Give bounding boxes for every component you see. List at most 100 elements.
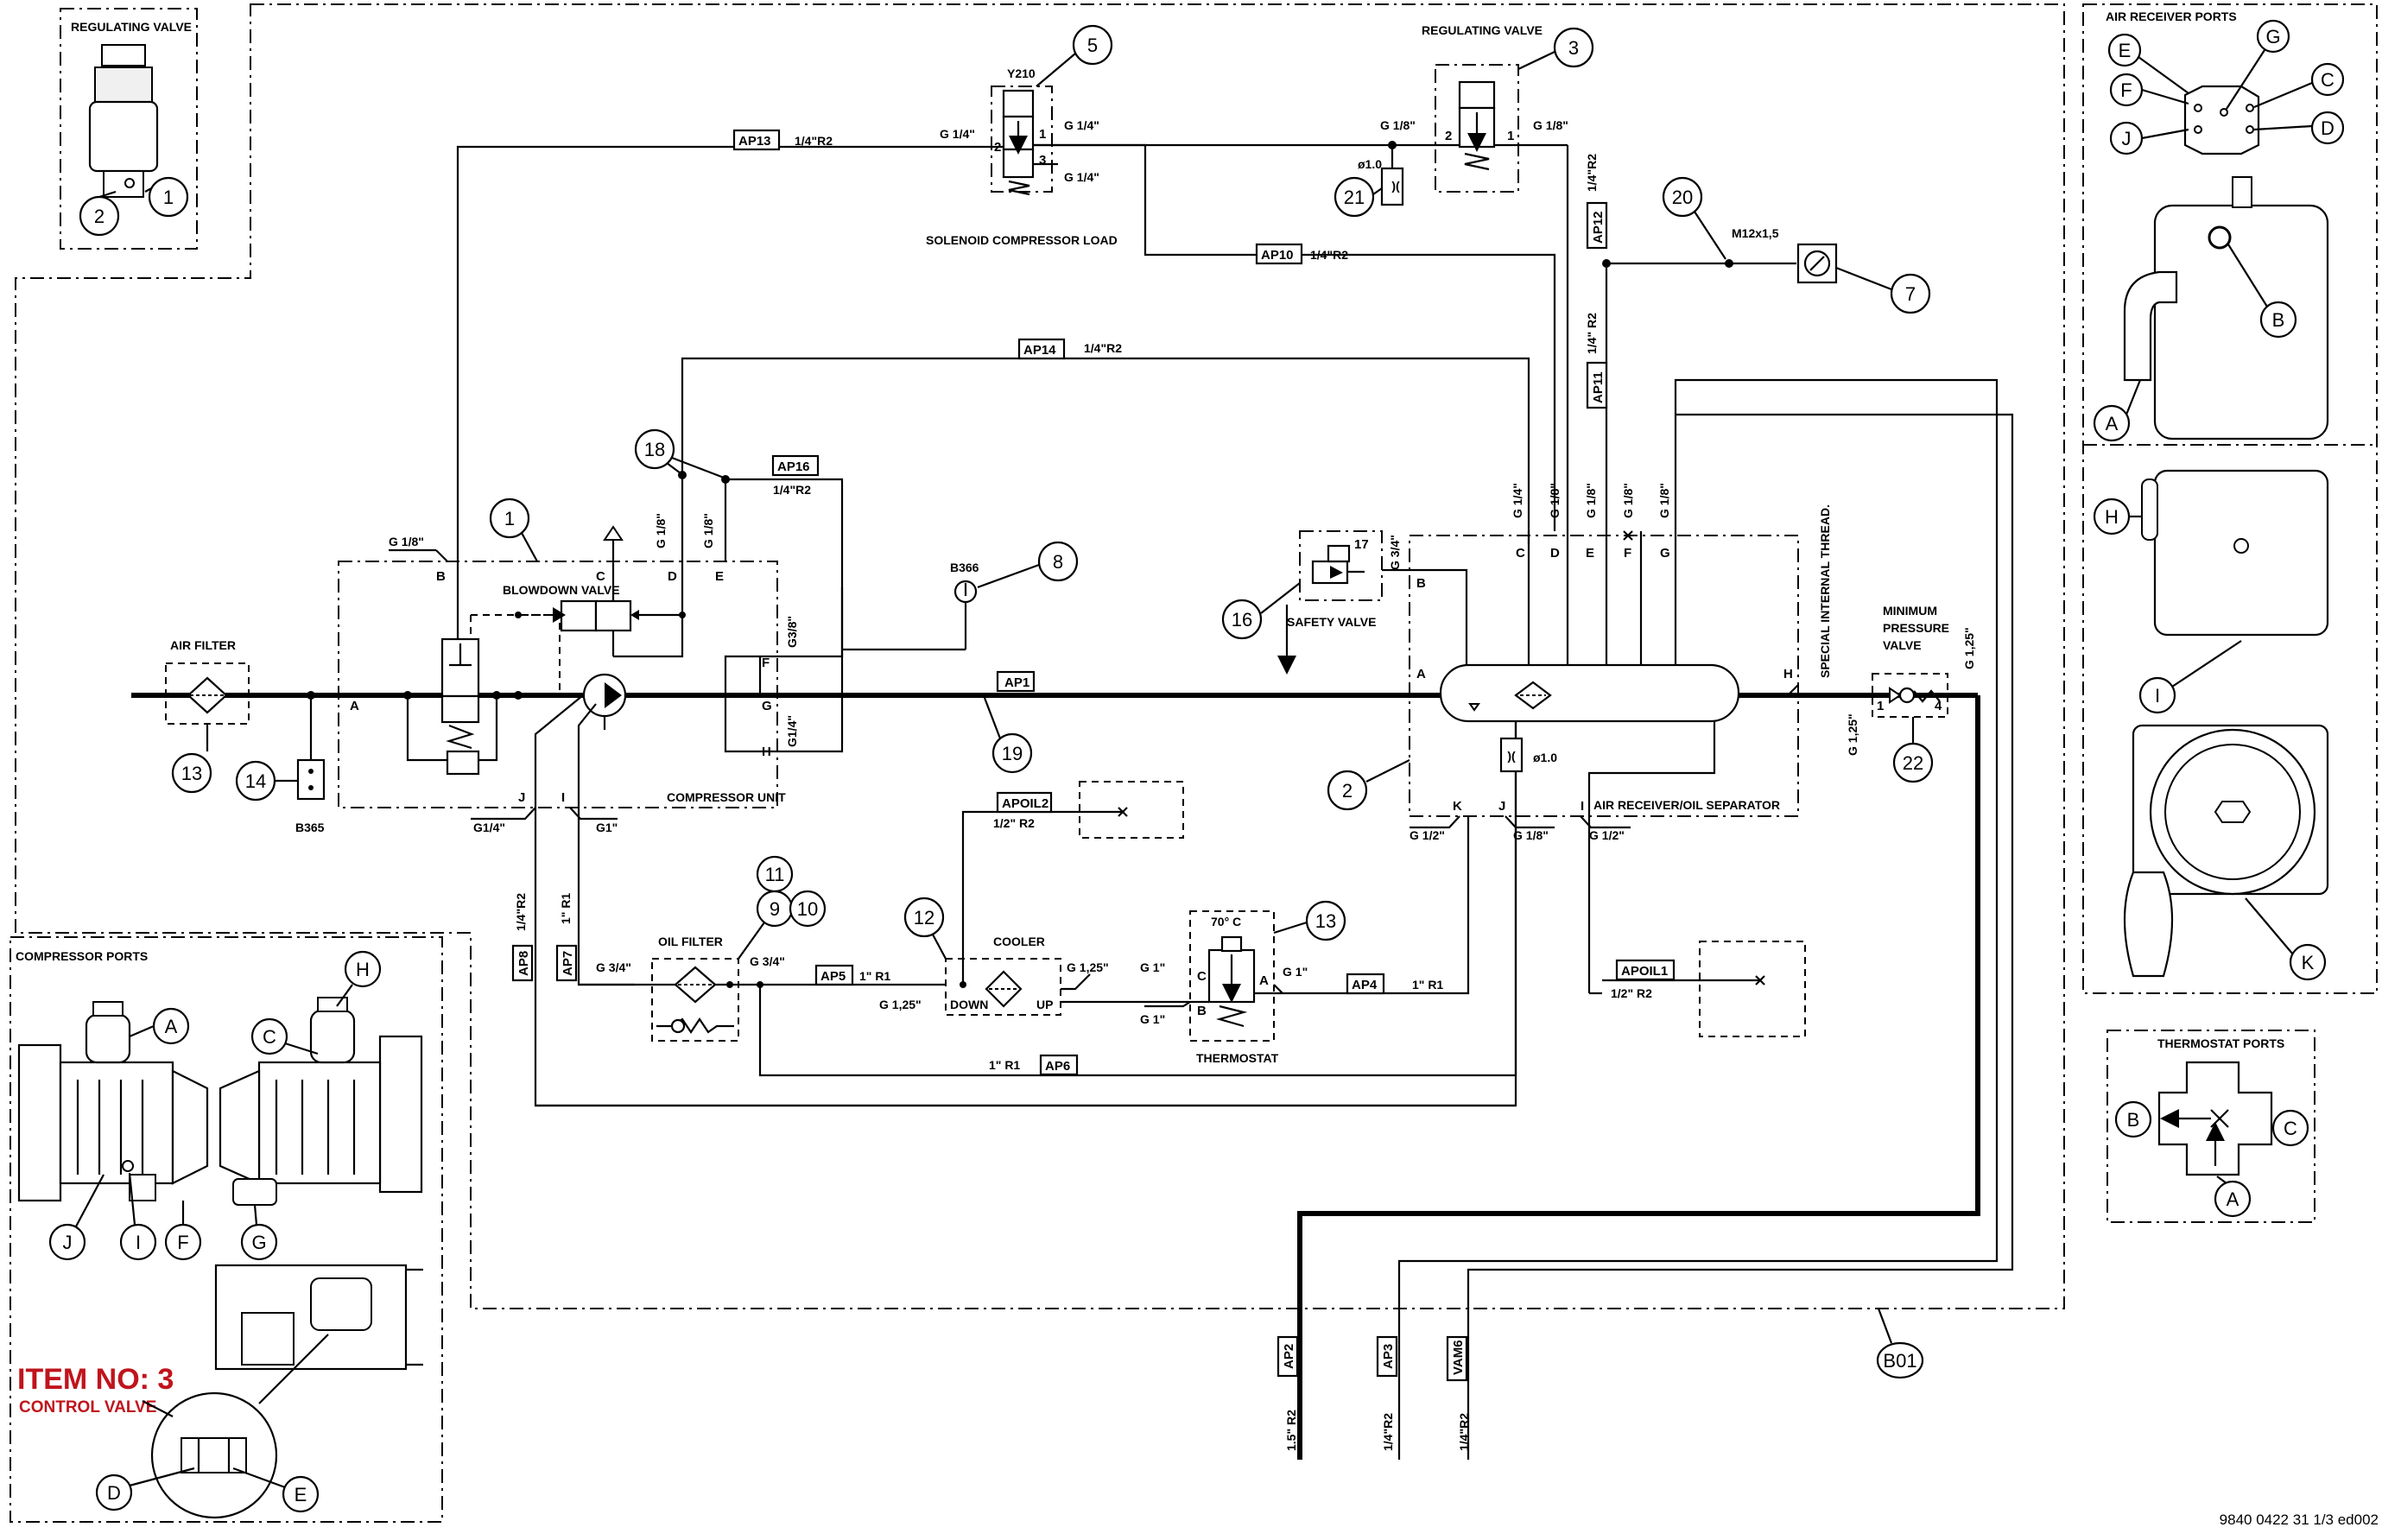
svg-text:AP11: AP11 <box>1591 371 1606 403</box>
svg-text:G 1/4": G 1/4" <box>1064 118 1099 132</box>
svg-text:AP8: AP8 <box>516 951 531 976</box>
bubble-1 <box>489 497 530 539</box>
svg-text:4: 4 <box>1935 699 1942 713</box>
bubble-16 <box>1221 599 1263 640</box>
safety-valve: 17 SAFETY VALVE 16 <box>1221 530 1391 675</box>
bubble-5 <box>1072 24 1113 66</box>
svg-text:B365: B365 <box>295 821 325 834</box>
svg-text:21: 21 <box>1344 187 1365 208</box>
bubble-reg-2 <box>79 195 120 237</box>
svg-text:G 1,25": G 1,25" <box>1962 627 1976 669</box>
svg-text:G 1/8": G 1/8" <box>1548 483 1562 518</box>
svg-text:AIR RECEIVER PORTS: AIR RECEIVER PORTS <box>2106 10 2237 23</box>
svg-text:VAM6: VAM6 <box>1451 1340 1466 1375</box>
compressor-unit: COMPRESSOR UNIT A B C D E F G H J I G 1/… <box>338 518 786 808</box>
svg-text:C: C <box>2284 1118 2297 1139</box>
svg-text:VALVE: VALVE <box>1883 638 1922 652</box>
svg-text:G 1/2": G 1/2" <box>1589 828 1625 842</box>
svg-text:G3/8": G3/8" <box>785 616 799 648</box>
svg-text:J: J <box>1498 799 1505 814</box>
svg-text:G 1/2": G 1/2" <box>1410 828 1445 842</box>
svg-text:1/4"R2: 1/4"R2 <box>514 893 528 931</box>
svg-text:70° C: 70° C <box>1211 915 1241 928</box>
receiver-tank-upper <box>2153 204 2329 440</box>
svg-text:I: I <box>2155 685 2160 707</box>
svg-text:13: 13 <box>1315 910 1336 932</box>
svg-text:11: 11 <box>765 864 785 885</box>
svg-text:B366: B366 <box>950 561 979 574</box>
svg-text:G: G <box>2265 26 2280 48</box>
svg-text:D: D <box>2321 117 2334 139</box>
item-no-label: ITEM NO: 3 <box>17 1363 174 1396</box>
svg-text:AP5: AP5 <box>820 969 846 984</box>
svg-text:AP6: AP6 <box>1045 1059 1070 1074</box>
svg-text:B01: B01 <box>1883 1350 1916 1372</box>
svg-text:1/4"R2: 1/4"R2 <box>1381 1413 1395 1451</box>
svg-text:2: 2 <box>1342 780 1353 802</box>
regulator-bowl <box>88 100 159 173</box>
svg-text:G: G <box>762 699 772 713</box>
bubble-21 <box>1334 176 1375 218</box>
bubble-7 <box>1890 273 1931 314</box>
svg-text:F: F <box>177 1232 188 1253</box>
svg-text:G 3/4": G 3/4" <box>1388 535 1402 570</box>
svg-text:9: 9 <box>770 898 780 920</box>
svg-text:G 1": G 1" <box>1140 960 1165 974</box>
thermostat-ports-panel: THERMOSTAT PORTS B C A <box>2106 1030 2315 1223</box>
svg-text:1/4"R2: 1/4"R2 <box>1084 341 1122 355</box>
svg-text:AP7: AP7 <box>561 951 575 976</box>
panel-title-regulating: REGULATING VALVE <box>71 20 192 34</box>
svg-text:A: A <box>350 699 359 713</box>
port-bubbles: E F J G C D <box>2107 19 2345 155</box>
bubble-b01 <box>1876 1341 1924 1379</box>
svg-text:G 1/8": G 1/8" <box>1513 828 1549 842</box>
svg-text:SPECIAL INTERNAL THREAD.: SPECIAL INTERNAL THREAD. <box>1818 504 1832 678</box>
regulating-valve-panel: REGULATING VALVE 2 1 <box>60 8 198 250</box>
svg-text:MINIMUM: MINIMUM <box>1883 604 1937 618</box>
svg-text:I: I <box>561 790 565 805</box>
svg-text:1: 1 <box>504 508 515 529</box>
svg-text:AP1: AP1 <box>1004 675 1029 690</box>
svg-text:AP2: AP2 <box>1282 1344 1296 1369</box>
oil-circuit: OIL FILTER G 3/4" G 3/4" 11 9 10 AP5 1" … <box>535 721 1806 1107</box>
main-air-line <box>131 693 1980 1460</box>
svg-text:THERMOSTAT PORTS: THERMOSTAT PORTS <box>2157 1036 2284 1050</box>
svg-text:G: G <box>1660 546 1670 561</box>
svg-text:C: C <box>596 569 605 584</box>
svg-text:G 1/8": G 1/8" <box>701 513 715 548</box>
svg-text:G 1/8": G 1/8" <box>654 513 668 548</box>
receiver-elbow <box>2123 270 2178 382</box>
svg-text:1.5" R2: 1.5" R2 <box>1284 1410 1298 1451</box>
bubble-20 <box>991 732 1033 774</box>
air-receiver: AIR RECEIVER/OIL SEPARATOR A B C D E F G… <box>1327 483 1832 842</box>
svg-text:12: 12 <box>914 907 934 928</box>
svg-text:H: H <box>1783 667 1793 681</box>
svg-text:1" R1: 1" R1 <box>859 969 890 983</box>
svg-text:1/4"R2: 1/4"R2 <box>773 483 811 497</box>
svg-text:PRESSURE: PRESSURE <box>1883 621 1949 635</box>
svg-text:14: 14 <box>245 770 266 792</box>
svg-text:G 1,25": G 1,25" <box>879 998 922 1011</box>
svg-text:A: A <box>2106 413 2119 434</box>
bubble-13 <box>1305 900 1346 941</box>
svg-text:REGULATING VALVE: REGULATING VALVE <box>1422 23 1543 37</box>
svg-text:M12x1,5: M12x1,5 <box>1732 226 1779 240</box>
svg-text:UP: UP <box>1036 998 1053 1011</box>
svg-text:G 1/4": G 1/4" <box>940 127 975 141</box>
svg-text:G1": G1" <box>596 821 618 834</box>
svg-text:B: B <box>2272 309 2285 331</box>
svg-text:G1/4": G1/4" <box>785 715 799 747</box>
svg-text:C: C <box>2321 69 2334 91</box>
svg-text:E: E <box>1586 546 1594 561</box>
svg-text:G 1/4": G 1/4" <box>1064 170 1099 184</box>
svg-text:F: F <box>762 656 770 670</box>
svg-text:AP16: AP16 <box>777 459 810 474</box>
svg-text:COOLER: COOLER <box>993 935 1045 948</box>
svg-text:D: D <box>1550 546 1560 561</box>
svg-text:22: 22 <box>1903 752 1923 774</box>
svg-text:G 1/8": G 1/8" <box>1380 118 1416 132</box>
svg-text:10: 10 <box>797 898 818 920</box>
svg-text:1" R1: 1" R1 <box>1412 978 1443 992</box>
svg-text:16: 16 <box>1232 609 1252 631</box>
